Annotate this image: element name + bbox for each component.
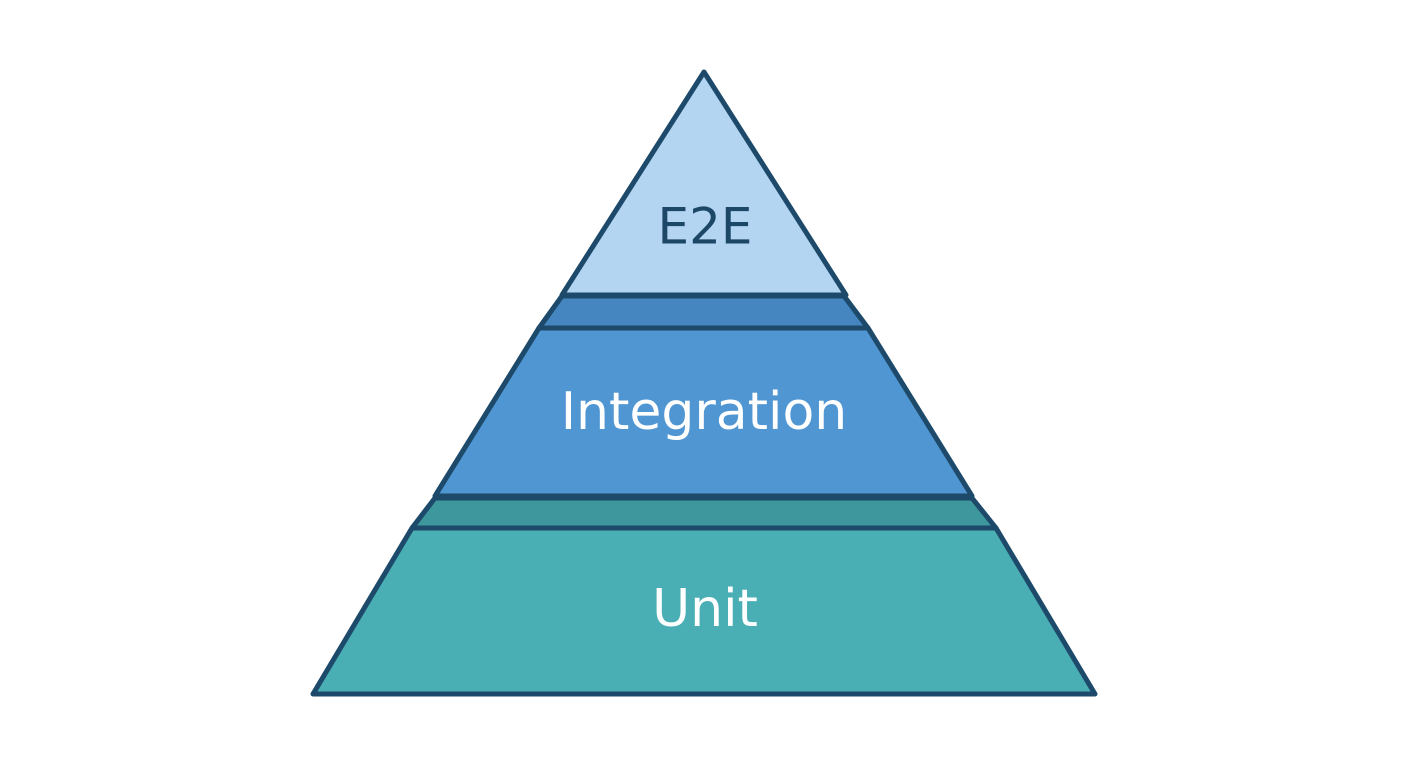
tier-middle-connector [536,293,871,331]
tier-top-label: E2E [658,198,753,256]
tier-bottom-unit [310,525,1098,697]
tier-middle-label: Integration [561,382,848,442]
tier-bottom-connector [409,495,999,531]
tier-middle-integration [432,325,975,499]
tier-bottom-label: Unit [652,579,758,639]
tier-top-e2e [559,69,849,298]
